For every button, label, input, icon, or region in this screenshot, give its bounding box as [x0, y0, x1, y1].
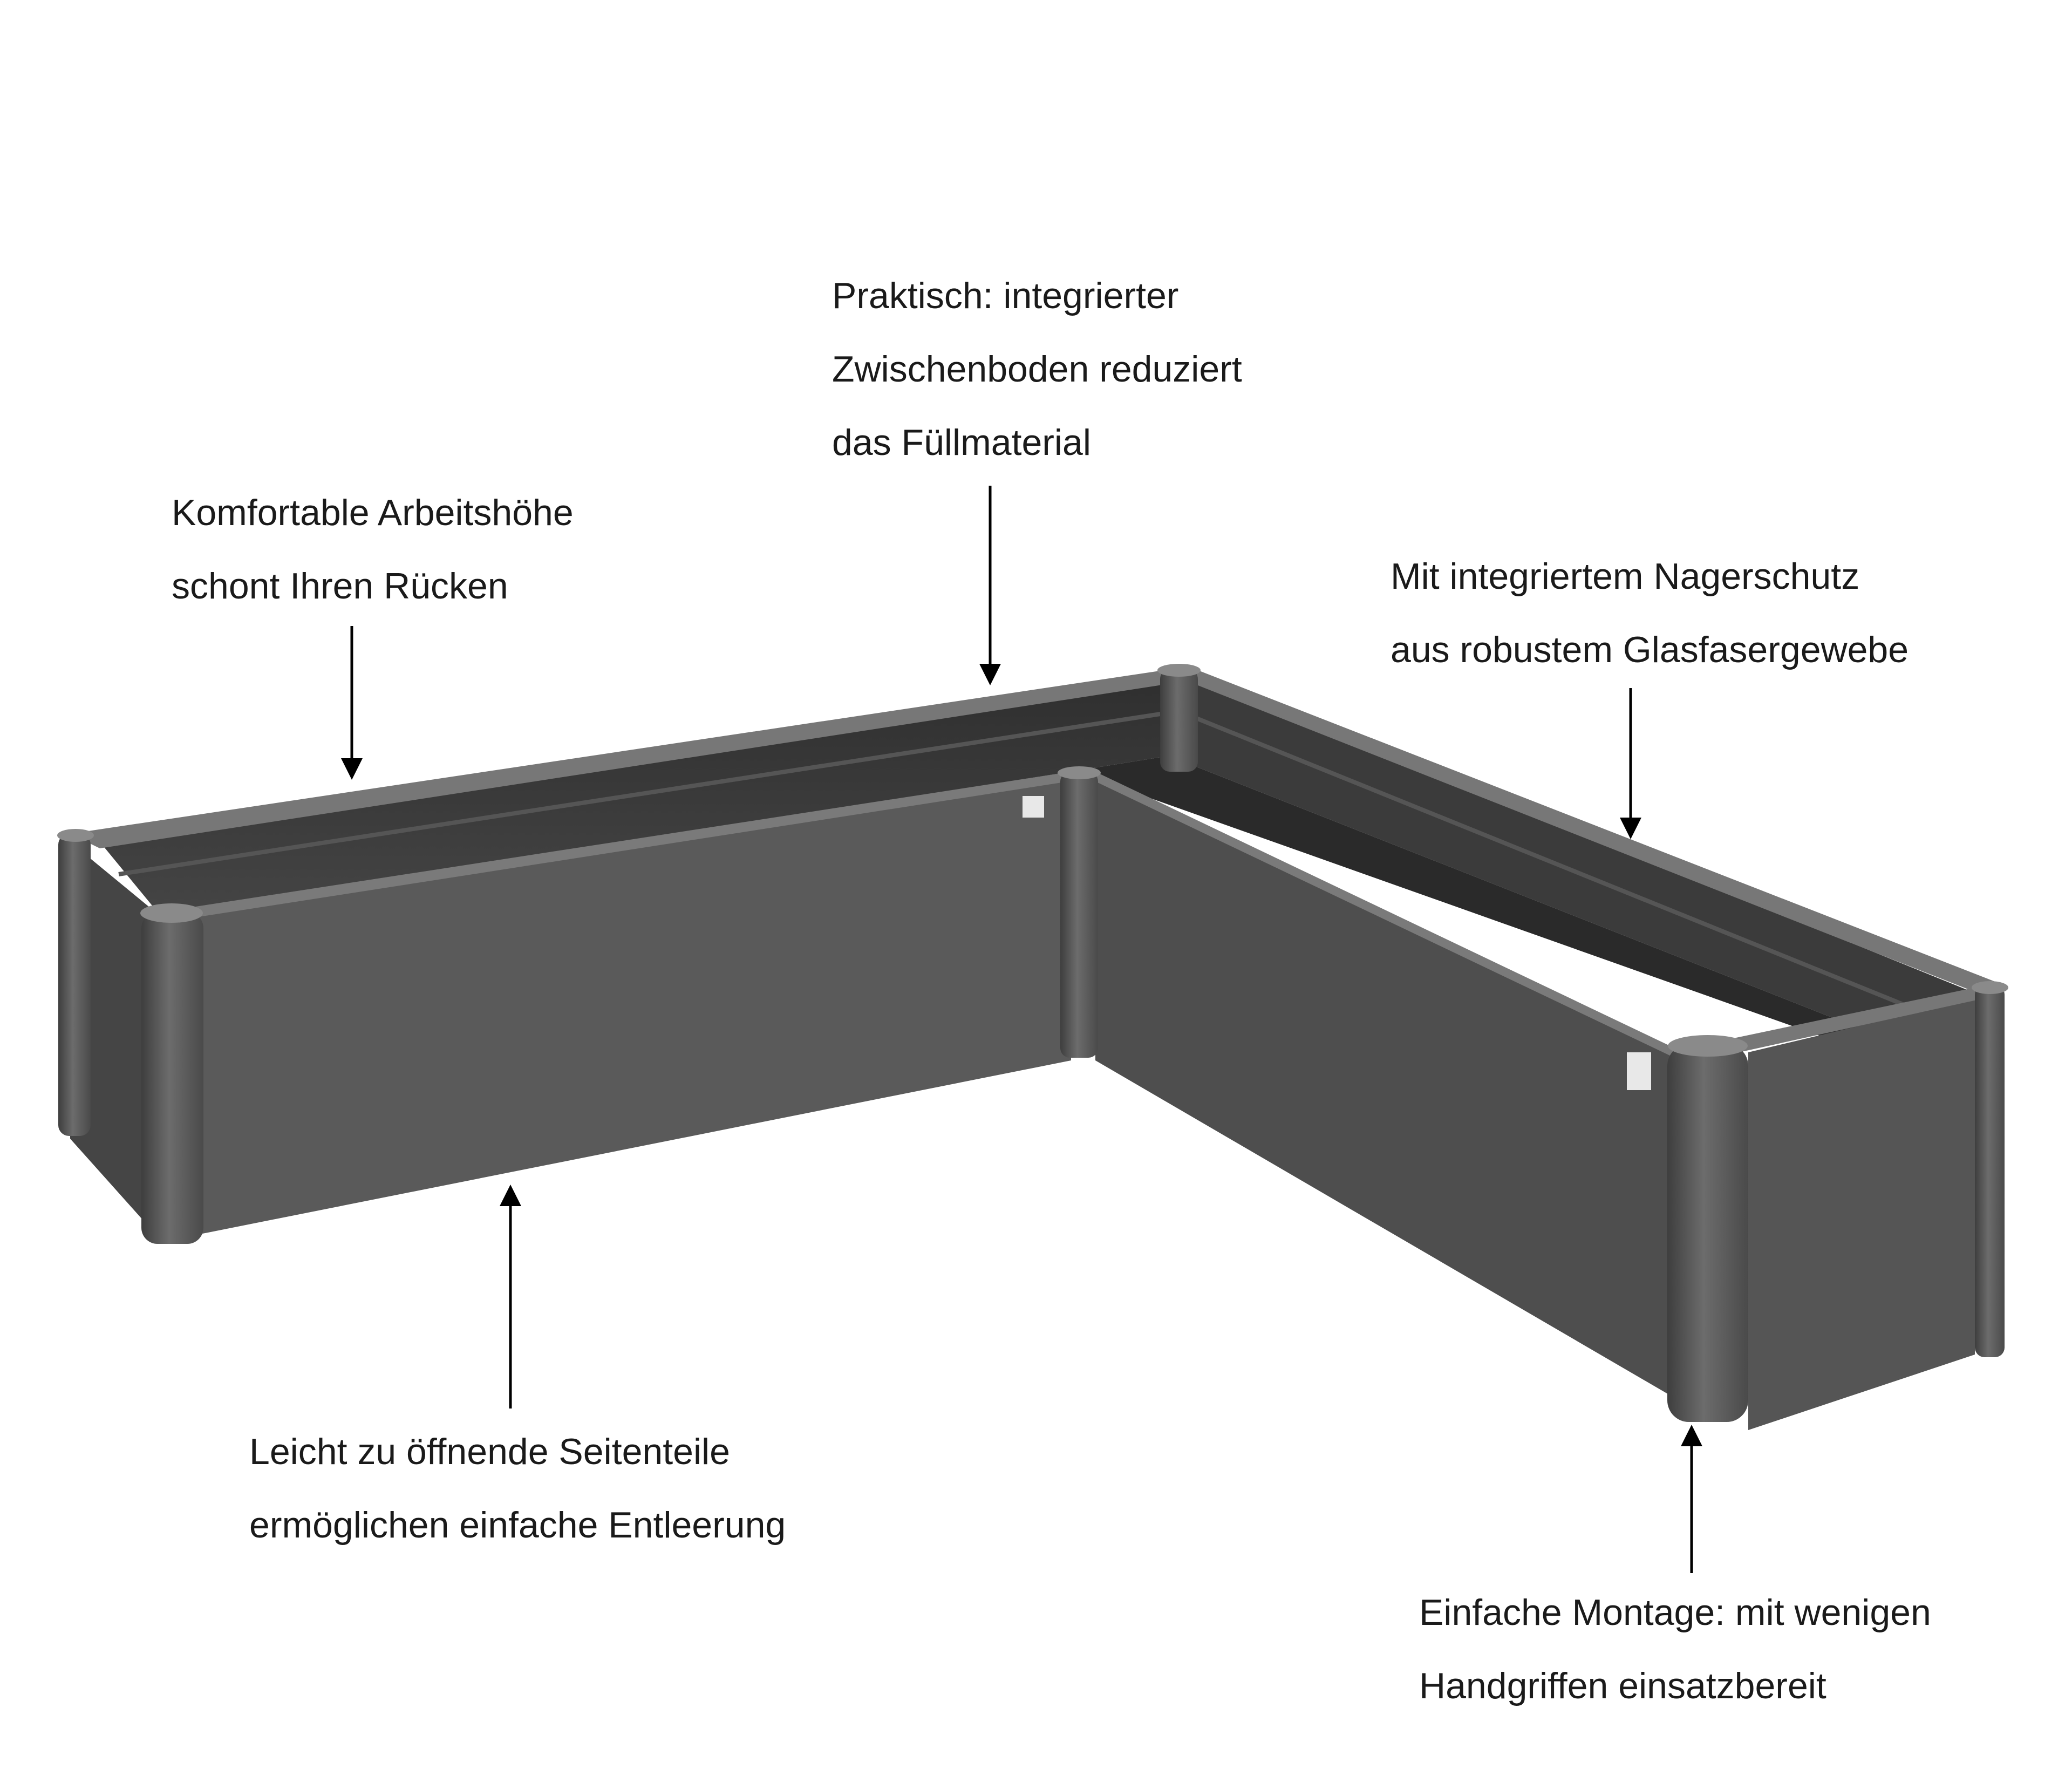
post-front-left [141, 912, 203, 1244]
panel-label-short [1627, 1052, 1651, 1090]
cap-front-left [140, 903, 203, 923]
callout-arbeitshoehe-line2: schont Ihren Rücken [172, 566, 508, 607]
inner-back-wall-long [100, 677, 1171, 917]
panel-label-long [1023, 796, 1044, 818]
front-panel-long [178, 777, 1071, 1239]
rim-right-end [1705, 988, 1996, 1055]
cap-inner-corner [1058, 766, 1101, 779]
inner-rail-short [1194, 716, 1976, 1036]
rim-front-short [1095, 772, 1684, 1062]
callout-seitenteile-line1: Leicht zu öffnende Seitenteile [249, 1431, 730, 1472]
callout-nagerschutz-line2: aus robustem Glasfasergewebe [1391, 629, 1909, 670]
callout-montage: Einfache Montage: mit wenigen Handgriffe… [1419, 1576, 1931, 1723]
rim-front-long [178, 772, 1079, 920]
post-back-left [58, 834, 91, 1136]
cap-back-corner [1157, 664, 1201, 677]
post-front-right [1667, 1044, 1748, 1422]
right-end-wall [1748, 998, 1975, 1430]
inner-rail-long [118, 710, 1171, 876]
callout-zwischenboden: Praktisch: integrierter Zwischenboden re… [832, 259, 1242, 479]
callout-montage-line1: Einfache Montage: mit wenigen [1419, 1592, 1931, 1633]
callout-nagerschutz-line1: Mit integriertem Nagerschutz [1391, 556, 1860, 597]
cap-back-left [57, 829, 94, 842]
post-back-right [1975, 985, 2005, 1357]
callout-montage-line2: Handgriffen einsatzbereit [1419, 1665, 1826, 1706]
callout-arbeitshoehe-line1: Komfortable Arbeitshöhe [172, 492, 574, 533]
callout-seitenteile-line2: ermöglichen einfache Entleerung [249, 1505, 786, 1546]
rim-back-long [70, 669, 1187, 848]
callout-seitenteile: Leicht zu öffnende Seitenteile ermöglich… [249, 1415, 786, 1562]
front-panel-short [1095, 777, 1684, 1403]
callout-zwischenboden-line1: Praktisch: integrierter [832, 275, 1179, 316]
callout-nagerschutz: Mit integriertem Nagerschutz aus robuste… [1391, 540, 1909, 686]
callout-zwischenboden-line2: Zwischenboden reduziert [832, 349, 1242, 390]
callout-zwischenboden-line3: das Füllmaterial [832, 422, 1091, 463]
post-inner-corner [1060, 772, 1098, 1058]
cap-back-right [1972, 981, 2008, 994]
cap-front-right [1668, 1035, 1748, 1057]
callout-arbeitshoehe: Komfortable Arbeitshöhe schont Ihren Rüc… [172, 476, 574, 623]
post-back-corner [1160, 669, 1198, 772]
rim-back-short [1195, 669, 1996, 994]
left-end-wall [70, 842, 162, 1241]
